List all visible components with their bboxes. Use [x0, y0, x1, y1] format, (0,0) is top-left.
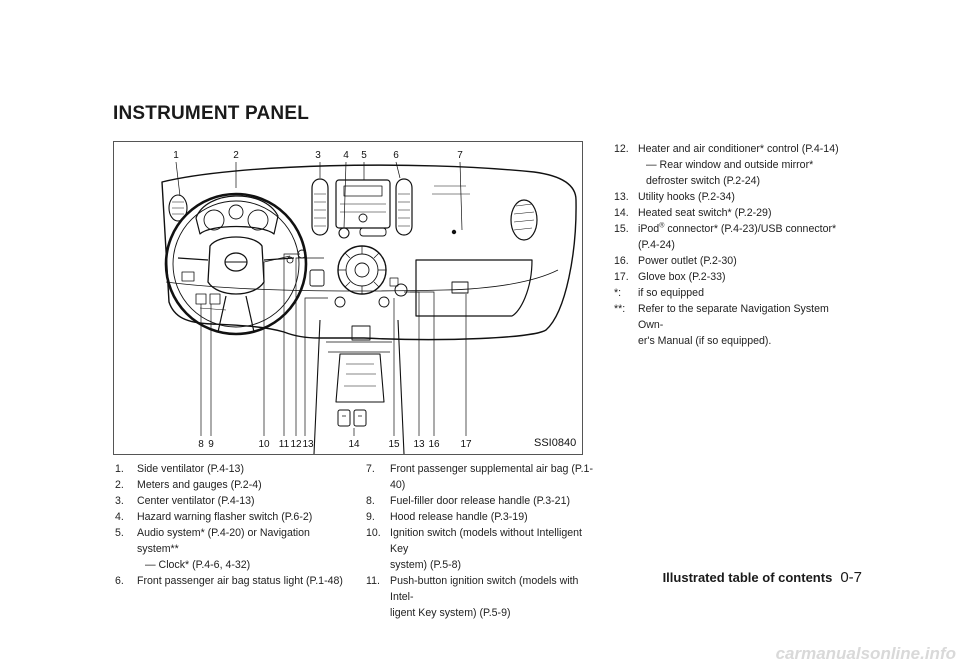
legend-item: 7.Front passenger supplemental air bag (… — [366, 463, 593, 491]
legend-text: Audio system* (P.4-20) or Navigation sys… — [137, 527, 310, 555]
legend-text: Heater and air conditioner* control (P.4… — [638, 143, 839, 155]
legend-text: Front passenger supplemental air bag (P.… — [390, 463, 593, 491]
page-footer: Illustrated table of contents 0-7 — [640, 569, 862, 586]
callout-number: 3 — [315, 150, 321, 161]
callout-number: 15 — [388, 439, 400, 450]
center-vent-left — [311, 178, 329, 236]
legend-subtext: — Clock* (P.4-6, 4-32) — [145, 559, 251, 571]
legend-column-3: 12. Heater and air conditioner* control … — [614, 141, 850, 349]
legend-item: 6.Front passenger air bag status light (… — [115, 575, 343, 587]
callout-number: 5 — [361, 150, 367, 161]
power-outlet — [394, 283, 408, 297]
legend-note-equipped: *: if so equipped — [614, 287, 704, 299]
legend-text: Hazard warning flasher switch (P.6-2) — [137, 511, 313, 523]
registered-mark: ® — [659, 222, 665, 230]
callout-number: 2 — [233, 150, 239, 161]
callout-number: 7 — [457, 150, 463, 161]
callout-number: 10 — [258, 439, 270, 450]
legend-item: 9.Hood release handle (P.3-19) — [366, 511, 528, 523]
callout-number: 16 — [428, 439, 440, 450]
callout-number: 6 — [393, 150, 399, 161]
page-heading: INSTRUMENT PANEL — [113, 103, 310, 124]
legend-continuation: (P.4-24) — [638, 239, 675, 251]
legend-item: 4.Hazard warning flasher switch (P.6-2) — [115, 511, 313, 523]
legend-item-13: 13. Utility hooks (P.2-34) — [614, 191, 735, 203]
legend-text: Hood release handle (P.3-19) — [390, 511, 528, 523]
legend-item: 8.Fuel-filler door release handle (P.3-2… — [366, 495, 570, 507]
dashboard-outline — [161, 164, 577, 341]
legend-text: Heated seat switch* (P.2-29) — [638, 207, 772, 219]
seat-switch-left — [337, 409, 351, 427]
fuel-door-release — [195, 293, 207, 305]
watermark: carmanualsonline.info — [775, 644, 956, 663]
legend-subtext: — Rear window and outside mirror* defros… — [646, 159, 814, 187]
left-side-vent — [168, 194, 188, 222]
glove-box — [415, 259, 533, 317]
callout-number: 4 — [343, 150, 349, 161]
legend-text: Refer to the separate Navigation System … — [638, 303, 829, 331]
callout-number: 8 — [198, 439, 204, 450]
legend-text: if so equipped — [638, 287, 704, 299]
legend-item-17: 17. Glove box (P.2-33) — [614, 271, 726, 283]
legend-text: Push-button ignition switch (models with… — [390, 575, 579, 603]
steering-hub — [207, 236, 265, 295]
hood-release — [209, 293, 221, 305]
legend-continuation: er's Manual (if so equipped). — [638, 335, 772, 347]
legend-text: Utility hooks (P.2-34) — [638, 191, 735, 203]
footer-title: Illustrated table of contents — [662, 570, 833, 585]
legend-text: Power outlet (P.2-30) — [638, 255, 737, 267]
meter-cluster — [195, 195, 279, 235]
callout-number: 11 — [279, 439, 290, 450]
callout-number: 1 — [173, 150, 179, 161]
legend-text: Fuel-filler door release handle (P.3-21) — [390, 495, 570, 507]
steering-wheel-rim — [164, 192, 308, 336]
legend-item-14: 14. Heated seat switch* (P.2-29) — [614, 207, 772, 219]
legend-item: 11.Push-button ignition switch (models w… — [366, 573, 602, 621]
legend-text: Meters and gauges (P.2-4) — [137, 479, 262, 491]
legend-text: Center ventilator (P.4-13) — [137, 495, 255, 507]
hazard-switch — [338, 227, 350, 239]
seat-switch-right — [353, 409, 367, 427]
legend-item-16: 16. Power outlet (P.2-30) — [614, 255, 737, 267]
legend-item: 5.Audio system* (P.4-20) or Navigation s… — [115, 525, 347, 573]
callout-number: 14 — [348, 439, 360, 450]
airbag-status-light — [359, 227, 387, 237]
callout-number: 12 — [290, 439, 302, 450]
callout-number: 17 — [460, 439, 472, 450]
legend-text: Glove box (P.2-33) — [638, 271, 726, 283]
legend-item: 3.Center ventilator (P.4-13) — [115, 495, 255, 507]
legend-text: Front passenger air bag status light (P.… — [137, 575, 343, 587]
legend-continuation: ligent Key system) (P.5-9) — [390, 607, 511, 619]
legend-text: connector* (P.4-23)/USB connector* — [664, 223, 837, 235]
legend-item: 10.Ignition switch (models without Intel… — [366, 525, 602, 573]
legend-text: Side ventilator (P.4-13) — [137, 463, 244, 475]
right-side-vent — [510, 199, 538, 241]
heated-seat-switch — [309, 269, 325, 287]
shift-lever-area — [335, 353, 385, 403]
legend-item: 1.Side ventilator (P.4-13) — [115, 463, 244, 475]
page-number: 0-7 — [840, 569, 862, 586]
callout-number: 13 — [413, 439, 425, 450]
center-console — [313, 319, 405, 454]
legend-text: iPod — [638, 223, 660, 235]
legend-item-12: 12. Heater and air conditioner* control … — [614, 141, 850, 189]
legend-column-1: 1.Side ventilator (P.4-13) 2.Meters and g… — [115, 461, 347, 589]
legend-item: 2.Meters and gauges (P.2-4) — [115, 479, 262, 491]
figure-id: SSI0840 — [534, 437, 576, 449]
callout-number: 9 — [208, 439, 214, 450]
legend-item-15: 15. iPod® connector* (P.4-23)/USB connec… — [614, 221, 850, 253]
legend-note-navigation: **: Refer to the separate Navigation Sys… — [614, 301, 850, 349]
legend-text: Ignition switch (models without Intellig… — [390, 527, 582, 555]
center-vent-right — [395, 178, 413, 236]
legend-column-2: 7.Front passenger supplemental air bag (… — [366, 461, 602, 621]
legend-continuation: system) (P.5-8) — [390, 559, 462, 571]
callout-number: 13 — [302, 439, 314, 450]
